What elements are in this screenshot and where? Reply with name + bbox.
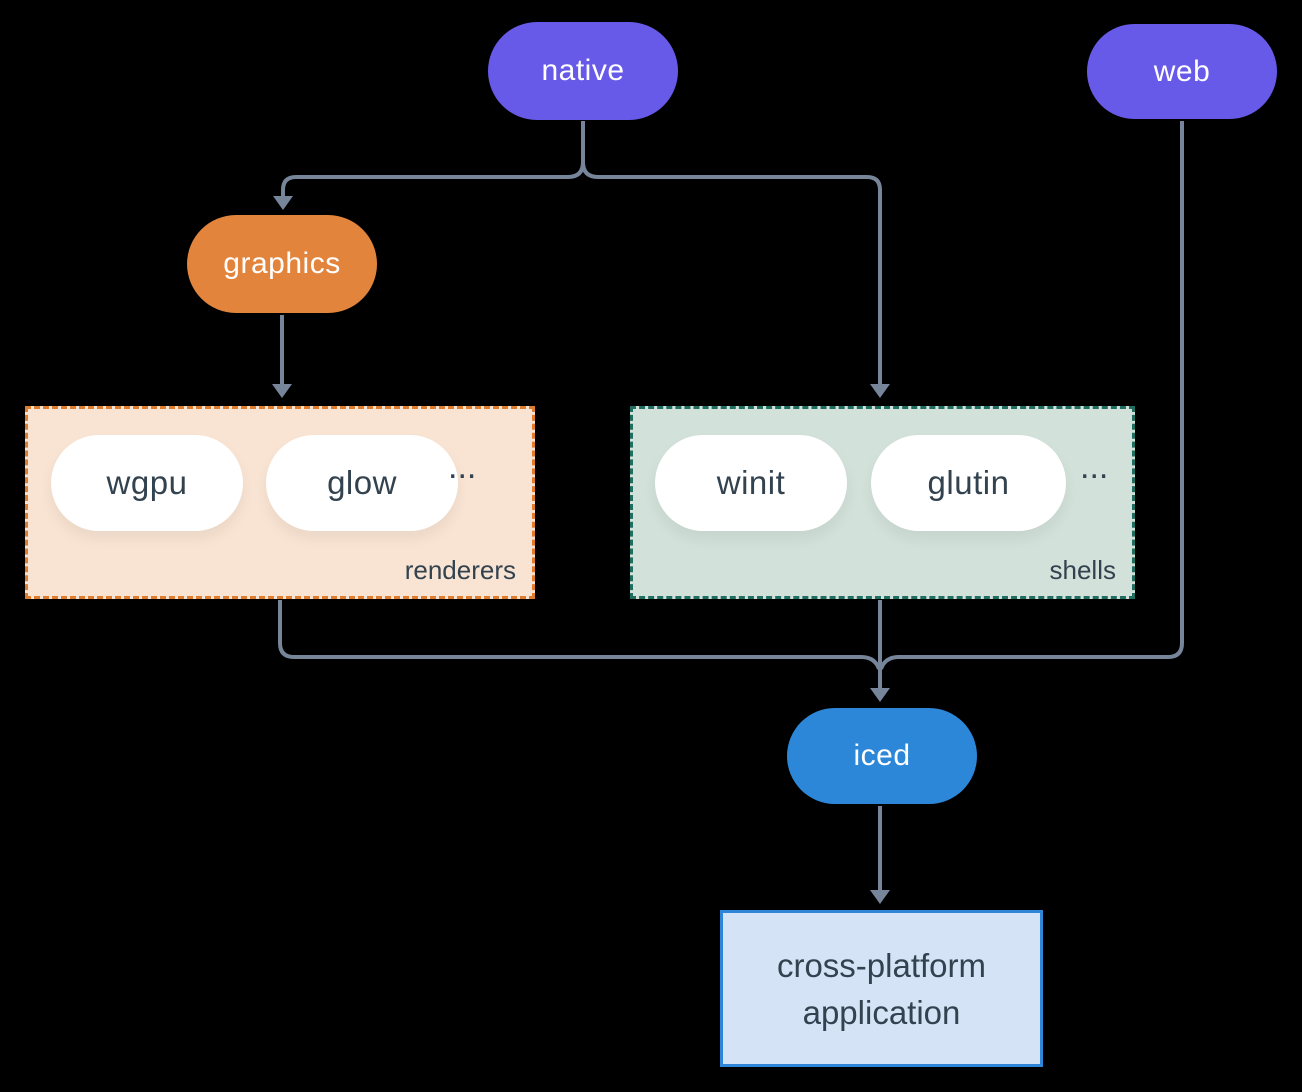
node-wgpu: wgpu	[51, 435, 243, 531]
edge-renderers-iced	[278, 600, 881, 670]
node-glow: glow	[266, 435, 458, 531]
node-iced: iced	[787, 708, 977, 804]
node-winit: winit	[655, 435, 847, 531]
node-graphics: graphics	[187, 215, 377, 313]
arrowhead-to-graphics	[273, 196, 293, 210]
node-glutin: glutin	[871, 435, 1066, 531]
group-renderers-label: renderers	[404, 555, 516, 585]
node-iced-label: iced	[853, 739, 911, 772]
edge-native-shells	[598, 175, 882, 384]
node-application-label: cross-platform application	[777, 942, 986, 1036]
arrowhead-to-shells	[870, 384, 890, 398]
node-application: cross-platform application	[720, 910, 1043, 1067]
arrowhead-to-application	[870, 890, 890, 904]
arrowhead-to-renderers	[272, 384, 292, 398]
node-glutin-label: glutin	[927, 464, 1010, 501]
edge-native-graphics	[281, 175, 568, 196]
node-winit-label: winit	[716, 464, 786, 501]
node-native-label: native	[541, 54, 625, 87]
arrowhead-to-iced	[870, 688, 890, 702]
group-shells-label: shells	[1049, 555, 1116, 585]
node-web: web	[1087, 24, 1277, 119]
edge-native-flare	[567, 161, 599, 179]
group-renderers: wgpu glow renderers	[25, 406, 535, 599]
node-glow-label: glow	[327, 464, 397, 501]
application-label-line1: cross-platform	[776, 946, 987, 984]
renderers-ellipsis: ...	[448, 448, 477, 486]
node-graphics-label: graphics	[223, 247, 341, 280]
node-web-label: web	[1153, 54, 1211, 88]
node-native: native	[488, 22, 678, 120]
node-wgpu-label: wgpu	[106, 464, 188, 501]
application-label-line2: application	[802, 993, 961, 1031]
group-shells: winit glutin shells	[630, 406, 1135, 599]
edge-web-iced	[879, 121, 1184, 670]
shells-ellipsis: ...	[1080, 448, 1109, 486]
